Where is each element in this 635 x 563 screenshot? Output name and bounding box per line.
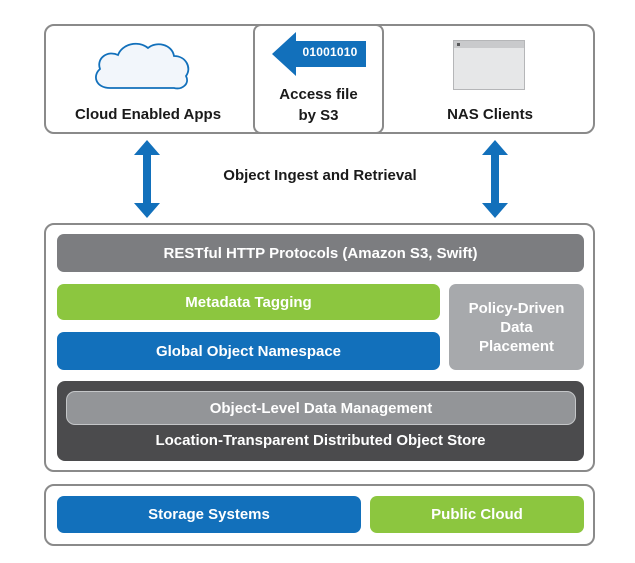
left-double-arrow-icon	[133, 140, 161, 218]
s3-access-label-line1: Access file	[279, 86, 358, 103]
cloud-apps-label: Cloud Enabled Apps	[74, 106, 222, 123]
public-cloud-bar: Public Cloud	[370, 496, 584, 533]
window-icon	[453, 40, 525, 90]
data-management-bar: Object-Level Data Management	[66, 391, 576, 425]
nas-client: NAS Clients	[390, 30, 590, 130]
policy-line3: Placement	[478, 337, 555, 355]
policy-placement-box: Policy-Driven Data Placement	[449, 284, 584, 370]
window-titlebar	[454, 41, 524, 48]
right-double-arrow-icon	[481, 140, 509, 218]
s3-arrow-icon	[272, 32, 368, 76]
protocols-bar: RESTful HTTP Protocols (Amazon S3, Swift…	[57, 234, 584, 272]
cloud-icon	[90, 38, 194, 94]
metadata-tagging-bar: Metadata Tagging	[57, 284, 440, 320]
policy-line1: Policy-Driven	[468, 299, 565, 317]
policy-line2: Data	[500, 318, 533, 336]
nas-label: NAS Clients	[447, 106, 533, 123]
storage-systems-bar: Storage Systems	[57, 496, 361, 533]
ingest-label: Object Ingest and Retrieval	[223, 167, 417, 184]
window-dot	[457, 43, 460, 46]
s3-access-label-line2: by S3	[298, 107, 339, 124]
s3-binary-text: 01001010	[302, 45, 358, 59]
distributed-store-label: Location-Transparent Distributed Object …	[155, 432, 486, 449]
s3-access-client: 01001010 Access file by S3	[253, 24, 384, 134]
cloud-apps-client: Cloud Enabled Apps	[48, 30, 248, 130]
global-namespace-bar: Global Object Namespace	[57, 332, 440, 370]
